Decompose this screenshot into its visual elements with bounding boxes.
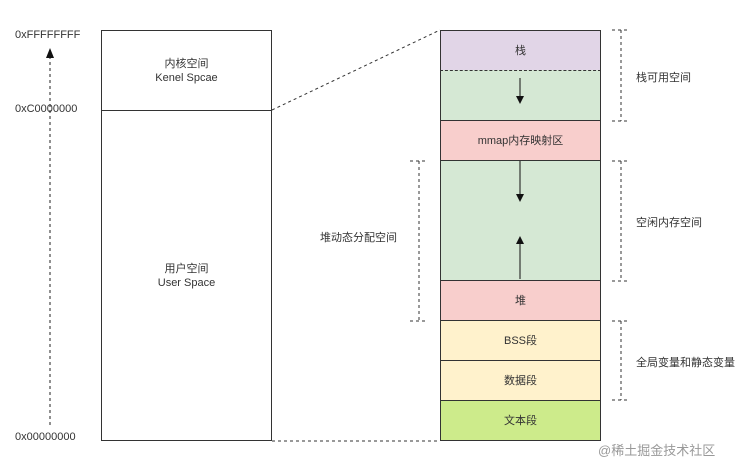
text-segment: 文本段 bbox=[440, 400, 601, 441]
address-kernel-boundary-label: 0xC0000000 bbox=[15, 103, 78, 115]
heap-dynamic-allocation-label: 堆动态分配空间 bbox=[320, 232, 397, 244]
free-memory-label: 空闲内存空间 bbox=[636, 217, 702, 229]
stack-available-label: 栈可用空间 bbox=[636, 72, 691, 84]
user-space-label: 用户空间 bbox=[164, 262, 209, 275]
free-memory-bracket bbox=[612, 160, 630, 282]
data-segment-label: 数据段 bbox=[504, 374, 537, 387]
mmap-segment: mmap内存映射区 bbox=[440, 120, 601, 161]
address-arrow-head-icon bbox=[46, 48, 54, 58]
kernel-space-label: 内核空间 bbox=[164, 57, 209, 70]
text-segment-label: 文本段 bbox=[504, 414, 537, 427]
watermark-text: @稀土掘金技术社区 bbox=[598, 443, 716, 458]
heap-dynamic-bracket bbox=[410, 160, 428, 322]
globals-statics-bracket bbox=[612, 320, 630, 401]
stack-available-bracket bbox=[612, 29, 630, 122]
globals-statics-label: 全局变量和静态变量 bbox=[636, 357, 735, 369]
user-space-sublabel: User Space bbox=[157, 276, 216, 289]
bss-segment: BSS段 bbox=[440, 320, 601, 361]
bss-segment-label: BSS段 bbox=[503, 334, 537, 347]
address-bottom-label: 0x00000000 bbox=[15, 431, 76, 443]
address-top-label: 0xFFFFFFFF bbox=[15, 29, 81, 41]
user-space-block: 用户空间 User Space bbox=[101, 110, 272, 441]
zoom-connector-top bbox=[271, 29, 441, 111]
kernel-space-sublabel: Kenel Spcae bbox=[155, 71, 218, 84]
mmap-segment-label: mmap内存映射区 bbox=[477, 134, 564, 147]
stack-segment-label: 栈 bbox=[515, 44, 526, 57]
heap-segment-label: 堆 bbox=[515, 294, 526, 307]
data-segment: 数据段 bbox=[440, 360, 601, 401]
